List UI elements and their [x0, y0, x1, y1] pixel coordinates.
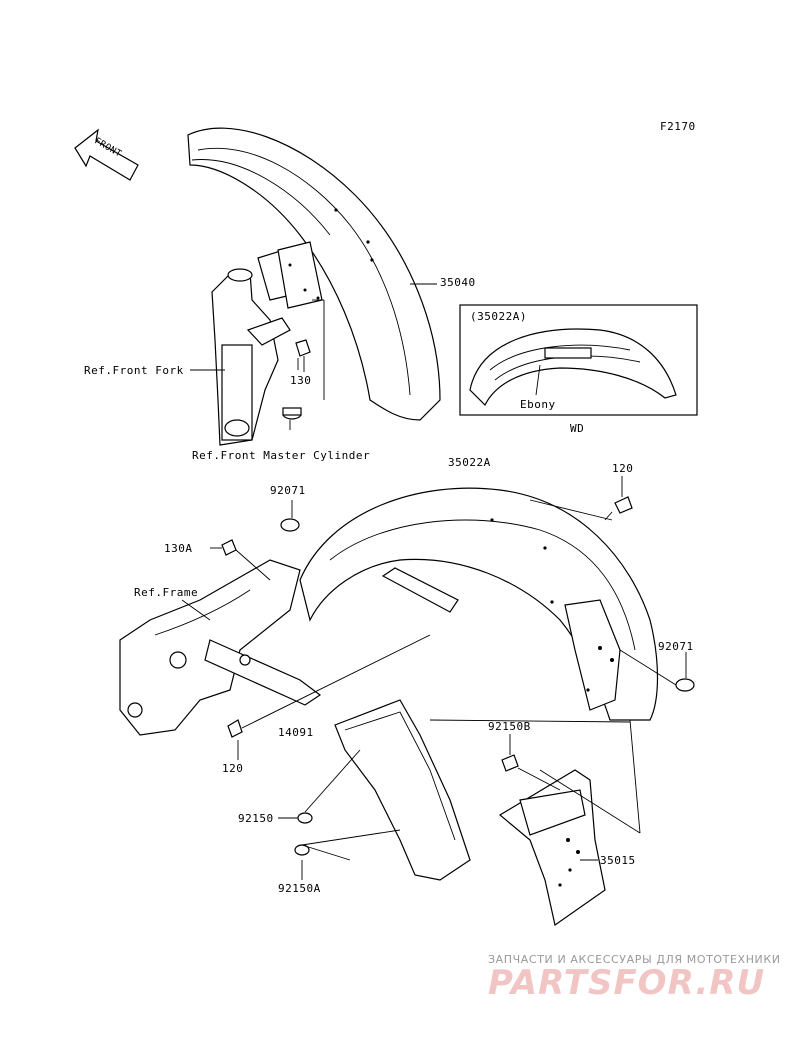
callout-frame-ref: Ref.Frame — [134, 586, 199, 599]
callout-92150b: 92150B — [488, 720, 531, 733]
front-arrow-icon — [74, 128, 139, 181]
callout-120-bottom: 120 — [222, 762, 244, 775]
callout-92071-right: 92071 — [658, 640, 694, 653]
callout-92150: 92150 — [238, 812, 274, 825]
callout-14091: 14091 — [278, 726, 314, 739]
callout-master-cylinder-ref: Ref.Front Master Cylinder — [192, 449, 371, 462]
leader-lines — [181, 283, 687, 880]
callout-35015: 35015 — [600, 854, 636, 867]
inner-liner-shape — [334, 699, 471, 881]
inset-ebony-label: Ebony — [520, 398, 556, 411]
inset-wd-label: WD — [570, 422, 585, 435]
watermark-logo: PARTSFOR.RU — [488, 963, 766, 1003]
callout-120-top: 120 — [612, 462, 634, 475]
mud-flap-shape — [498, 769, 606, 927]
figure-code: F2170 — [660, 120, 696, 133]
inset-box — [459, 304, 698, 416]
bolt-130-shape — [282, 339, 311, 420]
callout-92150a: 92150A — [278, 882, 321, 895]
watermark-subtitle: ЗАПЧАСТИ И АКСЕССУАРЫ ДЛЯ МОТОТЕХНИКИ — [488, 953, 781, 966]
callout-92071-left: 92071 — [270, 484, 306, 497]
front-fork-shape — [211, 268, 291, 446]
callout-130: 130 — [290, 374, 312, 387]
front-fender-shape — [187, 127, 441, 421]
frame-shape — [119, 559, 322, 736]
callout-35040: 35040 — [440, 276, 476, 289]
inset-ref-label: (35022A) — [470, 310, 527, 323]
callout-130a: 130A — [164, 542, 193, 555]
callout-fork-ref: Ref.Front Fork — [84, 364, 184, 377]
rear-fender-shape — [299, 487, 659, 721]
callout-35022a: 35022A — [448, 456, 491, 469]
